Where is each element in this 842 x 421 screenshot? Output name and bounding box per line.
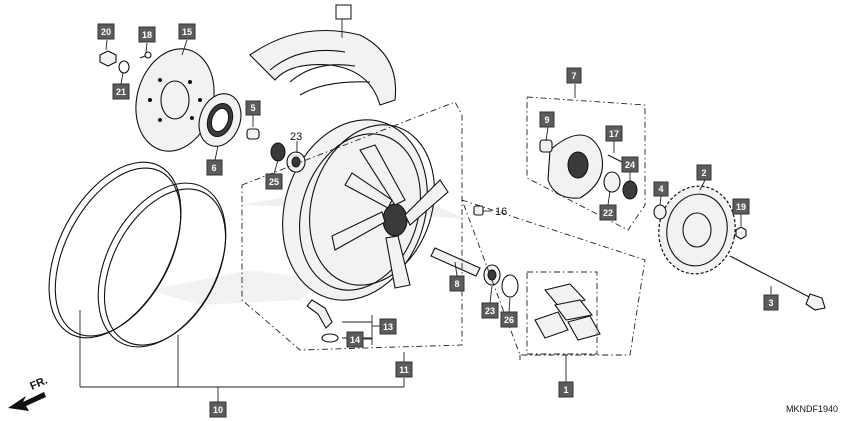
callout-label: 2 bbox=[701, 168, 706, 178]
reference-box bbox=[335, 4, 352, 20]
hub-ring bbox=[198, 93, 242, 147]
damper-group-outline bbox=[526, 271, 598, 355]
callout-label: 26 bbox=[504, 315, 514, 325]
sprocket bbox=[653, 185, 747, 275]
callout-18[interactable]: 18 bbox=[138, 26, 156, 43]
callout-1[interactable]: 1 bbox=[558, 381, 574, 398]
label-16-plain[interactable]: 16 bbox=[495, 206, 507, 218]
callout-label: 21 bbox=[116, 87, 126, 97]
callout-label: 4 bbox=[658, 184, 663, 194]
plain-label: 23 bbox=[290, 131, 302, 143]
flange-group-outline bbox=[526, 96, 646, 231]
rear-wheel bbox=[282, 119, 449, 301]
callout-13[interactable]: 13 bbox=[379, 318, 397, 335]
callout-label: 18 bbox=[142, 30, 152, 40]
callout-3[interactable]: 3 bbox=[763, 294, 779, 311]
callout-label: 19 bbox=[736, 202, 746, 212]
callout-19[interactable]: 19 bbox=[732, 198, 750, 215]
callout-label: 5 bbox=[250, 103, 255, 113]
callout-21[interactable]: 21 bbox=[112, 83, 130, 100]
callout-label: 7 bbox=[571, 71, 576, 81]
callout-4[interactable]: 4 bbox=[653, 181, 669, 197]
callout-label: 1 bbox=[563, 385, 568, 395]
callout-11[interactable]: 11 bbox=[395, 361, 413, 378]
callout-25[interactable]: 25 bbox=[265, 173, 283, 190]
bead-rings bbox=[48, 161, 227, 348]
valve bbox=[306, 299, 339, 343]
callout-label: 11 bbox=[399, 365, 409, 375]
callout-7[interactable]: 7 bbox=[566, 67, 582, 84]
collar bbox=[246, 128, 260, 140]
callout-label: 23 bbox=[485, 306, 495, 316]
axle-line-outline bbox=[461, 199, 646, 356]
callout-label: 17 bbox=[609, 129, 619, 139]
callout-label: 8 bbox=[454, 279, 459, 289]
callout-2[interactable]: 2 bbox=[696, 164, 712, 181]
callout-label: 9 bbox=[544, 115, 549, 125]
driven-flange bbox=[539, 134, 638, 200]
callout-6[interactable]: 6 bbox=[206, 159, 223, 176]
callout-label: 10 bbox=[213, 405, 223, 415]
callout-14[interactable]: 14 bbox=[346, 331, 364, 348]
front-direction-arrow: FR. bbox=[8, 375, 49, 411]
callout-10[interactable]: 10 bbox=[209, 401, 227, 418]
label-23-plain[interactable]: 23 bbox=[290, 131, 302, 143]
callout-label: 6 bbox=[211, 163, 216, 173]
axle-side-parts bbox=[430, 247, 519, 298]
rear-tire bbox=[249, 19, 397, 106]
callout-15[interactable]: 15 bbox=[178, 23, 196, 40]
callout-26[interactable]: 26 bbox=[500, 311, 518, 328]
callout-24[interactable]: 24 bbox=[621, 156, 639, 173]
callout-5[interactable]: 5 bbox=[245, 100, 261, 116]
callout-23-lower[interactable]: 23 bbox=[481, 302, 499, 319]
callout-20[interactable]: 20 bbox=[97, 23, 115, 40]
callout-label: 15 bbox=[182, 27, 192, 37]
callout-label: 14 bbox=[350, 335, 360, 345]
axle bbox=[729, 255, 826, 311]
callout-9[interactable]: 9 bbox=[539, 111, 555, 128]
callout-label: 13 bbox=[383, 322, 393, 332]
small-hardware-left bbox=[99, 50, 152, 74]
callout-22[interactable]: 22 bbox=[599, 204, 617, 221]
callout-8[interactable]: 8 bbox=[449, 275, 465, 292]
callout-label: 25 bbox=[269, 177, 279, 187]
front-label: FR. bbox=[28, 375, 49, 393]
callout-label: 20 bbox=[101, 27, 111, 37]
callout-label: 24 bbox=[625, 160, 635, 170]
plain-label: 16 bbox=[495, 206, 507, 218]
callout-label: 3 bbox=[768, 298, 773, 308]
wheel-group-outline bbox=[241, 101, 463, 351]
callout-label: 22 bbox=[603, 208, 613, 218]
damper-rubbers bbox=[534, 283, 601, 341]
spacer bbox=[473, 205, 484, 216]
callout-17[interactable]: 17 bbox=[605, 125, 623, 142]
diagram-code-text: MKNDF1940 bbox=[786, 404, 838, 414]
diagram-code: MKNDF1940 bbox=[786, 404, 838, 414]
